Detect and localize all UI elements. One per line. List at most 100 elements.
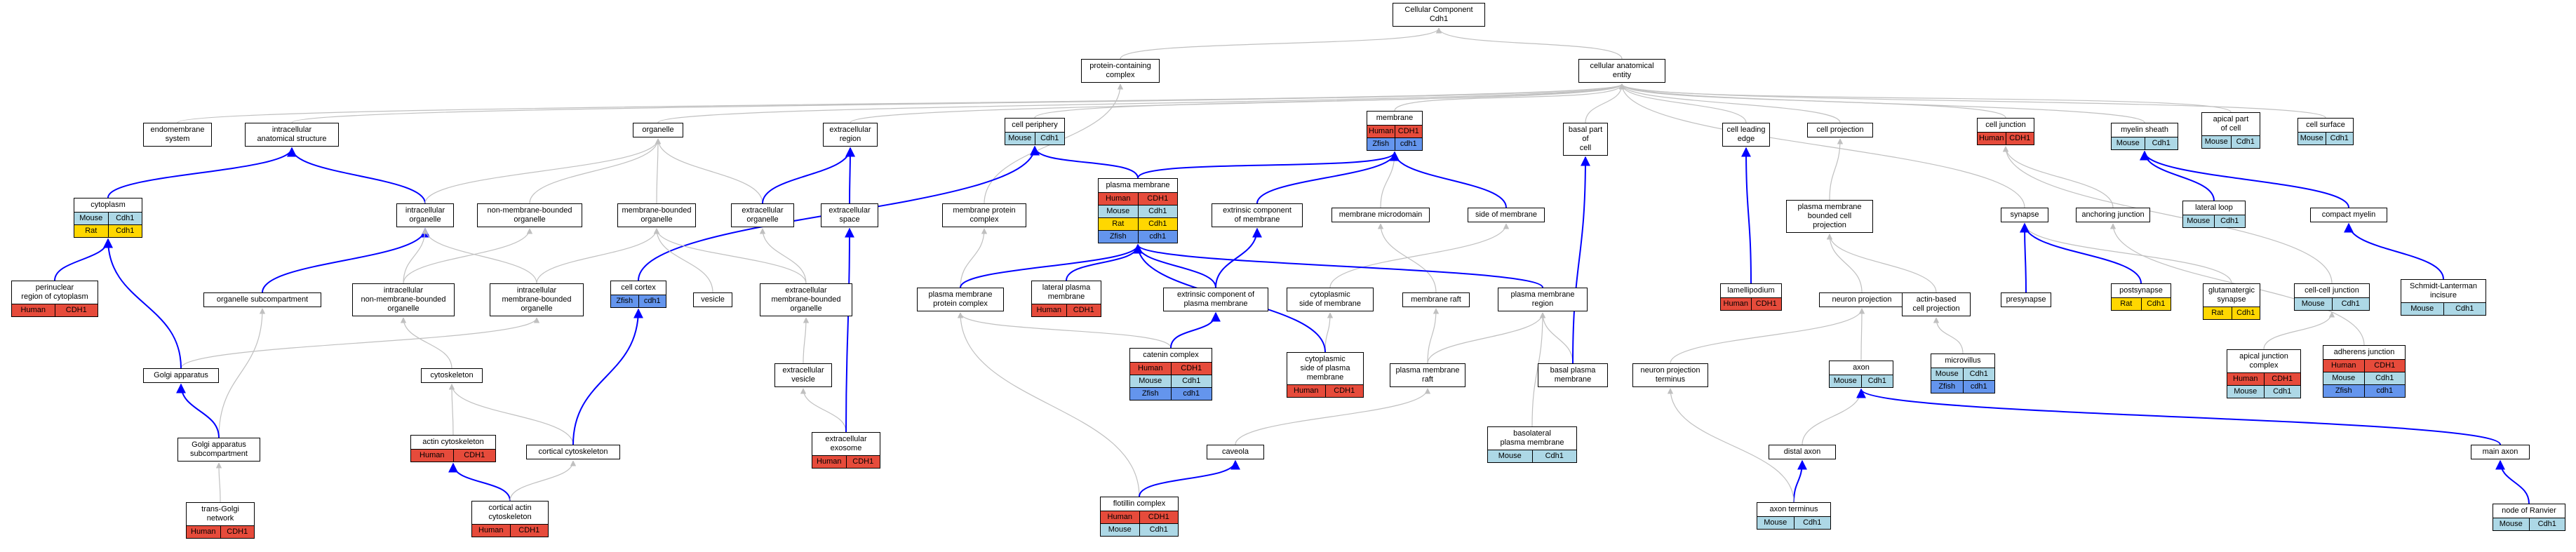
relation-edge-ves-to-mbo (653, 228, 713, 293)
gene-symbol-cell: Cdh1 (1860, 375, 1893, 387)
go-term-node-aj[interactable]: anchoring junction (2076, 208, 2150, 222)
go-term-node-ecm[interactable]: extrinsic component of membrane (1212, 203, 1303, 227)
relation-edge-pcc-to-cc (1120, 27, 1442, 60)
go-term-node-dax[interactable]: distal axon (1769, 445, 1836, 459)
go-term-node-csk[interactable]: cytoskeleton (421, 368, 483, 383)
go-term-node-bpm[interactable]: basal plasma membrane (1538, 363, 1608, 387)
go-term-node-cc[interactable]: Cellular Component Cdh1 (1393, 3, 1485, 27)
go-term-node-bpc[interactable]: basal part of cell (1563, 123, 1608, 156)
go-term-node-ias[interactable]: intracellular anatomical structure (245, 123, 339, 147)
go-term-node-pmbcp[interactable]: plasma membrane bounded cell projection (1786, 200, 1873, 233)
species-cell: Mouse (2183, 215, 2214, 227)
go-term-node-syn[interactable]: synapse (2001, 208, 2048, 222)
gene-symbol-cell: CDH1 (1324, 384, 1363, 397)
go-term-node-io[interactable]: intracellular organelle (396, 203, 454, 227)
go-term-node-ves[interactable]: vesicle (693, 292, 732, 307)
go-term-node-ccsk[interactable]: cortical cytoskeleton (526, 445, 620, 459)
go-term-node-pmr[interactable]: plasma membrane region (1498, 288, 1588, 311)
go-term-node-som[interactable]: side of membrane (1468, 208, 1545, 222)
go-term-node-abcp[interactable]: actin-based cell projection (1902, 292, 1971, 316)
go-term-node-mbo[interactable]: membrane-bounded organelle (617, 203, 696, 227)
go-term-node-nmbo[interactable]: non-membrane-bounded organelle (477, 203, 582, 227)
go-term-node-pcc[interactable]: protein-containing complex (1081, 59, 1160, 83)
relation-edge-acsk-to-csk (448, 384, 455, 436)
go-term-node-ecmbo[interactable]: extracellular membrane-bounded organelle (760, 283, 852, 316)
go-term-node-cm[interactable]: compact myelin (2310, 208, 2387, 222)
go-term-node-gas[interactable]: Golgi apparatus subcompartment (177, 438, 260, 462)
go-term-node-cle[interactable]: cell leading edge (1722, 123, 1770, 147)
relation-edge-ecm-to-mem (1256, 151, 1400, 204)
go-term-node-endo[interactable]: endomembrane system (143, 123, 212, 147)
go-term-node-pmpc[interactable]: plasma membrane protein complex (917, 288, 1004, 311)
go-term-node-ecpm[interactable]: extrinsic component of plasma membrane (1163, 288, 1268, 311)
go-term-node-npt[interactable]: neuron projection terminus (1632, 363, 1708, 387)
relation-edge-flot-to-cav (1139, 459, 1240, 497)
go-term-node-os[interactable]: organelle subcompartment (203, 292, 321, 307)
go-term-node-eco[interactable]: extracellular organelle (731, 203, 794, 227)
go-term-node-imbo[interactable]: intracellular membrane-bounded organelle (490, 283, 584, 316)
go-term-node-ga[interactable]: Golgi apparatus (143, 368, 219, 383)
go-term-node-mr[interactable]: membrane raft (1402, 292, 1470, 307)
relation-edge-pmpc-to-pm (960, 243, 1143, 288)
go-term-node-mmd[interactable]: membrane microdomain (1331, 208, 1430, 222)
go-term-label: myelin sheath (2121, 126, 2168, 134)
species-cell: Mouse (2112, 137, 2145, 149)
go-term-node-inmbo[interactable]: intracellular non-membrane-bounded organ… (352, 283, 455, 316)
go-term-label: glutamatergic synapse (2208, 286, 2255, 304)
go-term-label: extracellular membrane-bounded organelle (771, 286, 841, 313)
species-cell: Mouse (1931, 368, 1963, 381)
go-term-node-ecs[interactable]: extracellular space (821, 203, 878, 227)
relation-edge-pmr-to-pm (1133, 243, 1543, 288)
go-term-node-mainax[interactable]: main axon (2471, 445, 2530, 459)
relation-edge-gas-to-os (218, 308, 266, 438)
go-term-node-cav[interactable]: caveola (1207, 445, 1264, 459)
go-term-node-ecv[interactable]: extracellular vesicle (774, 363, 832, 387)
relation-edge-imbo-to-io (422, 228, 537, 284)
go-term-node-np[interactable]: neuron projection (1819, 292, 1905, 307)
go-term-node-pmraft[interactable]: plasma membrane raft (1390, 363, 1465, 387)
go-term-node-pres[interactable]: presynapse (2001, 292, 2051, 307)
go-term-node-org[interactable]: organelle (633, 123, 683, 137)
go-term-label: membrane protein complex (953, 206, 1016, 224)
go-term-node-cproj[interactable]: cell projection (1807, 123, 1873, 137)
go-term-node-mpc[interactable]: membrane protein complex (942, 203, 1026, 227)
go-term-node-csm[interactable]: cytoplasmic side of membrane (1287, 288, 1374, 311)
relation-edge-ccsk-to-ccx (572, 308, 643, 445)
go-term-node-cae[interactable]: cellular anatomical entity (1578, 59, 1665, 83)
go-term-node-ecr[interactable]: extracellular region (823, 123, 878, 147)
